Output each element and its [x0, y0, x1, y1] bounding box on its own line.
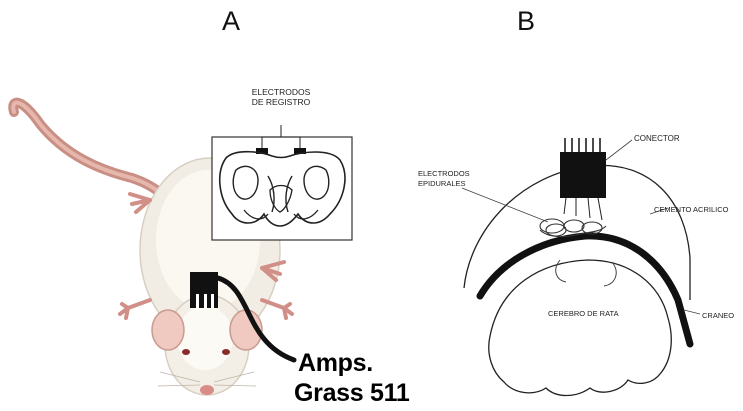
rat-eye-left — [182, 349, 190, 355]
skull-label: CRANEO — [702, 311, 734, 320]
implant-schematic: CONECTOR ELECTRODOS EPIDURALES CEMENTO A… — [418, 134, 734, 396]
rat-nose — [200, 385, 214, 395]
acrylic-cement-label: CEMENTO ACRILICO — [654, 205, 729, 214]
brain-section-inset: ELECTRODOS DE REGISTRO — [212, 87, 352, 240]
skull-arc — [480, 236, 690, 344]
rat-connector-icon — [190, 272, 218, 308]
connector-block — [560, 152, 606, 198]
inset-label-line1: ELECTRODOS — [252, 87, 311, 97]
rat-ear-left — [152, 310, 184, 350]
rat-brain-outline — [489, 260, 672, 396]
rat-eye-right — [222, 349, 230, 355]
epidural-electrodes-label-line2: EPIDURALES — [418, 179, 466, 188]
amp-label: Amps. Grass 511 — [294, 348, 409, 408]
connector-label: CONECTOR — [634, 134, 680, 143]
rat-brain-label: CEREBRO DE RATA — [548, 309, 619, 318]
rat-paw-front-right — [262, 300, 292, 318]
amp-label-line2: Grass 511 — [294, 378, 409, 408]
rat-paw-front-left — [120, 300, 150, 318]
epidural-electrodes-label-line1: ELECTRODOS — [418, 169, 470, 178]
amp-label-line1: Amps. — [294, 348, 409, 378]
inset-label-line2: DE REGISTRO — [252, 97, 311, 107]
